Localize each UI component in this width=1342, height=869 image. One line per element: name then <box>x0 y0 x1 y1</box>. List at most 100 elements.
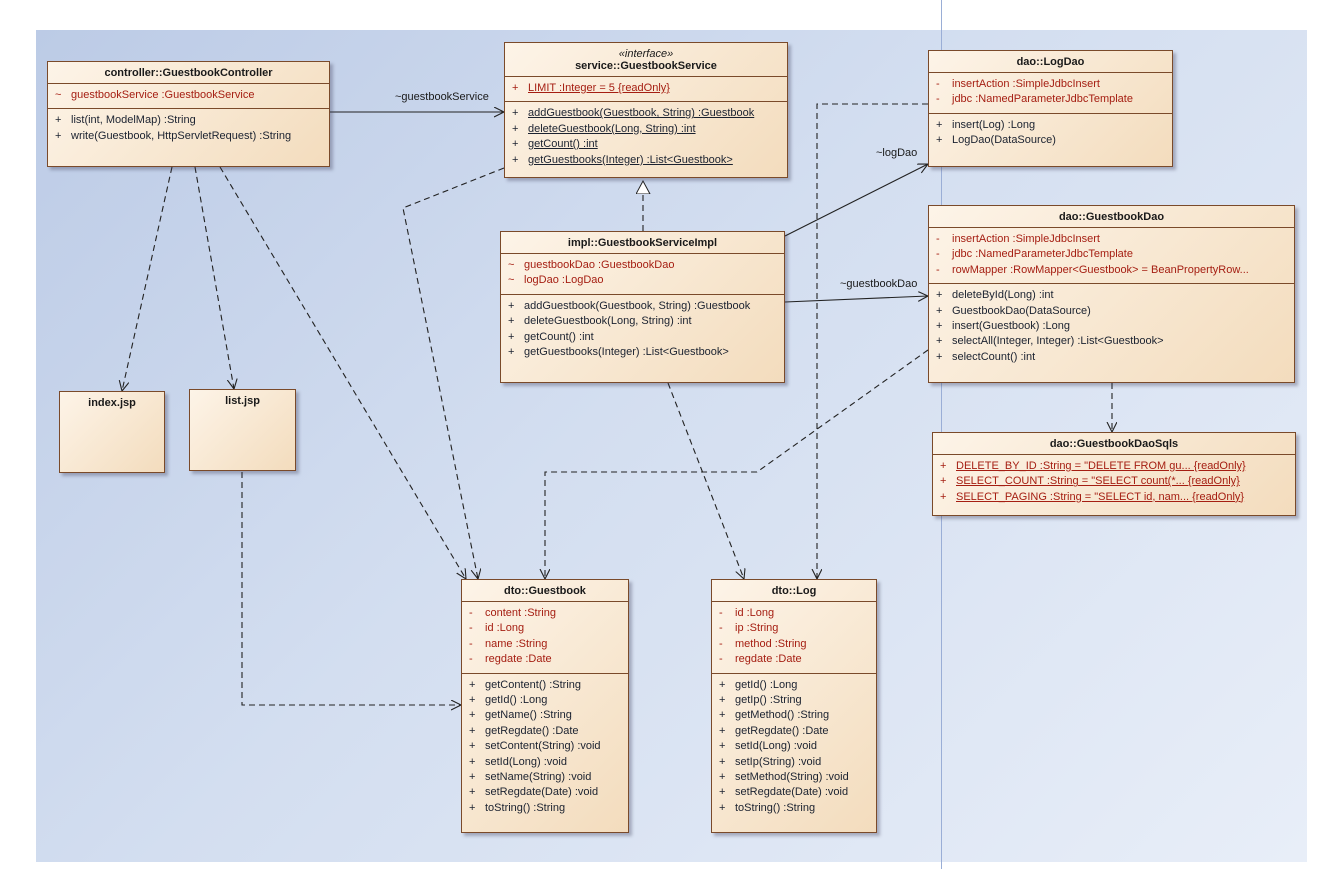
operation-row[interactable]: +toString() :String <box>712 801 876 816</box>
attribute-row[interactable]: -regdate :Date <box>712 652 876 667</box>
attribute-row[interactable]: -ip :String <box>712 621 876 636</box>
attribute-row[interactable]: -id :Long <box>712 606 876 621</box>
operation-row[interactable]: +selectAll(Integer, Integer) :List<Guest… <box>929 334 1294 349</box>
operation-text: getGuestbooks(Integer) :List<Guestbook> <box>524 346 729 359</box>
operation-row[interactable]: +setId(Long) :void <box>712 739 876 754</box>
operation-row[interactable]: +getMethod() :String <box>712 708 876 723</box>
operation-row[interactable]: +GuestbookDao(DataSource) <box>929 304 1294 319</box>
operation-row[interactable]: +getCount() :int <box>501 330 784 345</box>
operation-row[interactable]: +setRegdate(Date) :void <box>712 785 876 800</box>
operation-row[interactable]: +addGuestbook(Guestbook, String) :Guestb… <box>501 299 784 314</box>
class-name: impl::GuestbookServiceImpl <box>567 237 718 249</box>
operation-row[interactable]: +getId() :Long <box>712 678 876 693</box>
visibility-marker: + <box>55 114 62 127</box>
operation-text: deleteById(Long) :int <box>952 289 1054 302</box>
operation-row[interactable]: +getName() :String <box>462 708 628 723</box>
visibility-marker: + <box>719 771 726 784</box>
visibility-marker: - <box>936 248 940 261</box>
attribute-row[interactable]: +DELETE_BY_ID :String = "DELETE FROM gu.… <box>933 459 1295 474</box>
attribute-row[interactable]: -name :String <box>462 637 628 652</box>
visibility-marker: + <box>719 755 726 768</box>
operation-text: deleteGuestbook(Long, String) :int <box>524 315 692 328</box>
operation-row[interactable]: +list(int, ModelMap) :String <box>48 113 329 128</box>
attribute-row[interactable]: -jdbc :NamedParameterJdbcTemplate <box>929 247 1294 262</box>
operation-row[interactable]: +LogDao(DataSource) <box>929 133 1172 148</box>
operation-row[interactable]: +getRegdate() :Date <box>712 724 876 739</box>
operation-row[interactable]: + setId(Long) :void <box>462 755 628 770</box>
operation-row[interactable]: +getId() :Long <box>462 693 628 708</box>
visibility-marker: + <box>469 755 476 768</box>
operation-text: addGuestbook(Guestbook, String) :Guestbo… <box>528 107 755 120</box>
attribute-row[interactable]: -id :Long <box>462 621 628 636</box>
operation-row[interactable]: +getContent() :String <box>462 678 628 693</box>
attribute-row[interactable]: ~guestbookDao :GuestbookDao <box>501 258 784 273</box>
class-list-jsp[interactable]: list.jsp <box>189 389 296 471</box>
operation-row[interactable]: +addGuestbook(Guestbook, String) :Guestb… <box>505 106 787 121</box>
visibility-marker: - <box>469 637 473 650</box>
visibility-marker: ~ <box>55 89 62 101</box>
operation-row[interactable]: +deleteById(Long) :int <box>929 288 1294 303</box>
class-log-dao[interactable]: dao::LogDao-insertAction :SimpleJdbcInse… <box>928 50 1173 167</box>
class-guestbook-dao[interactable]: dao::GuestbookDao-insertAction :SimpleJd… <box>928 205 1295 383</box>
attribute-row[interactable]: +LIMIT :Integer = 5 {readOnly} <box>505 81 787 96</box>
class-name: controller::GuestbookController <box>104 67 273 79</box>
attribute-row[interactable]: -rowMapper :RowMapper<Guestbook> = BeanP… <box>929 263 1294 278</box>
visibility-marker: + <box>469 709 476 722</box>
operation-row[interactable]: +getRegdate() :Date <box>462 724 628 739</box>
attributes-compartment: -insertAction :SimpleJdbcInsert-jdbc :Na… <box>929 228 1294 285</box>
class-index-jsp[interactable]: index.jsp <box>59 391 165 473</box>
attribute-row[interactable]: -jdbc :NamedParameterJdbcTemplate <box>929 92 1172 107</box>
attribute-row[interactable]: -insertAction :SimpleJdbcInsert <box>929 77 1172 92</box>
attribute-row[interactable]: -regdate :Date <box>462 652 628 667</box>
operation-row[interactable]: +setRegdate(Date) :void <box>462 785 628 800</box>
operation-text: setId(Long) :void <box>485 755 567 768</box>
class-title: impl::GuestbookServiceImpl <box>501 232 784 254</box>
operation-row[interactable]: +setMethod(String) :void <box>712 770 876 785</box>
visibility-marker: + <box>719 678 726 691</box>
class-guestbook-dao-sqls[interactable]: dao::GuestbookDaoSqls+DELETE_BY_ID :Stri… <box>932 432 1296 516</box>
visibility-marker: + <box>936 134 943 147</box>
operation-row[interactable]: +getIp() :String <box>712 693 876 708</box>
operation-row[interactable]: +setName(String) :void <box>462 770 628 785</box>
operation-row[interactable]: +insert(Guestbook) :Long <box>929 319 1294 334</box>
class-guestbook-service-impl[interactable]: impl::GuestbookServiceImpl~guestbookDao … <box>500 231 785 383</box>
class-dto-guestbook[interactable]: dto::Guestbook-content :String-id :Long-… <box>461 579 629 833</box>
visibility-marker: + <box>512 122 519 135</box>
operation-row[interactable]: +getGuestbooks(Integer) :List<Guestbook> <box>505 153 787 168</box>
dep-service-guestbook <box>402 167 505 579</box>
operation-row[interactable]: +insert(Log) :Long <box>929 118 1172 133</box>
attribute-row[interactable]: +SELECT_PAGING :String = "SELECT id, nam… <box>933 490 1295 505</box>
class-name: dao::GuestbookDaoSqls <box>1049 438 1179 450</box>
attribute-row[interactable]: ~logDao :LogDao <box>501 273 784 288</box>
visibility-marker: - <box>936 263 940 276</box>
operation-text: setName(String) :void <box>485 771 592 784</box>
operation-row[interactable]: +deleteGuestbook(Long, String) :int <box>501 314 784 329</box>
visibility-marker: - <box>719 637 723 650</box>
attribute-row[interactable]: -content :String <box>462 606 628 621</box>
operation-row[interactable]: +deleteGuestbook(Long, String) :int <box>505 122 787 137</box>
class-title: dao::LogDao <box>929 51 1172 73</box>
operation-row[interactable]: +getGuestbooks(Integer) :List<Guestbook> <box>501 345 784 360</box>
operation-row[interactable]: +write(Guestbook, HttpServletRequest) :S… <box>48 129 329 144</box>
attribute-text: id :Long <box>735 607 775 619</box>
attribute-row[interactable]: -insertAction :SimpleJdbcInsert <box>929 232 1294 247</box>
visibility-marker: + <box>940 460 947 472</box>
attribute-row[interactable]: -method :String <box>712 637 876 652</box>
visibility-marker: + <box>512 138 519 151</box>
attribute-text: logDao :LogDao <box>524 274 604 287</box>
operation-text: insert(Log) :Long <box>952 118 1036 131</box>
operation-row[interactable]: +setContent(String) :void <box>462 739 628 754</box>
attributes-compartment: -id :Long-ip :String-method :String-regd… <box>712 602 876 674</box>
class-name: dto::Log <box>771 585 817 597</box>
interface-guestbook-service[interactable]: «interface»service::GuestbookService+LIM… <box>504 42 788 178</box>
operation-row[interactable]: +toString() :String <box>462 801 628 816</box>
operation-row[interactable]: +selectCount() :int <box>929 350 1294 365</box>
operation-row[interactable]: +getCount() :int <box>505 137 787 152</box>
operation-text: getIp() :String <box>735 694 802 707</box>
attribute-row[interactable]: ~guestbookService :GuestbookService <box>48 88 329 103</box>
class-dto-log[interactable]: dto::Log-id :Long-ip :String-method :Str… <box>711 579 877 833</box>
visibility-marker: - <box>719 607 723 619</box>
class-guestbook-controller[interactable]: controller::GuestbookController~guestboo… <box>47 61 330 167</box>
attribute-row[interactable]: +SELECT_COUNT :String = "SELECT count(*.… <box>933 474 1295 489</box>
operation-row[interactable]: +setIp(String) :void <box>712 755 876 770</box>
